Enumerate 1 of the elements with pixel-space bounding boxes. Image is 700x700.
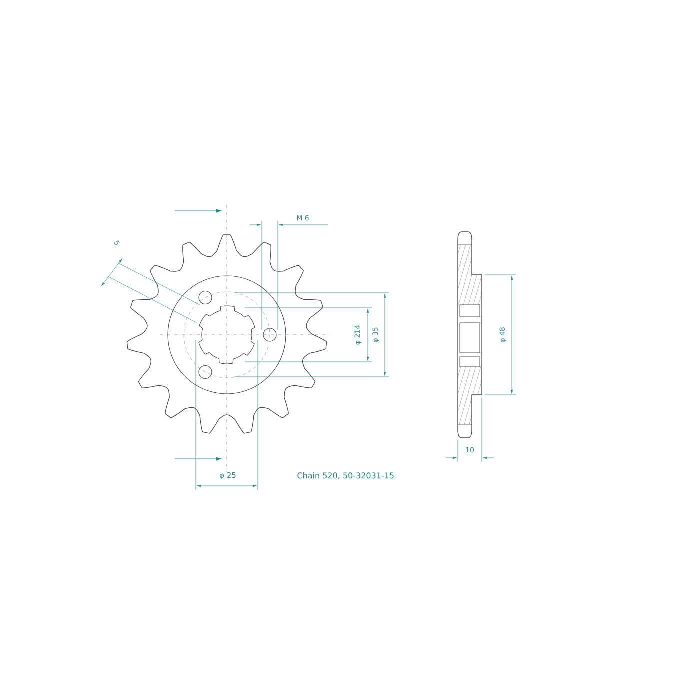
part-label: Chain 520, 50-32031-15 (298, 472, 394, 480)
